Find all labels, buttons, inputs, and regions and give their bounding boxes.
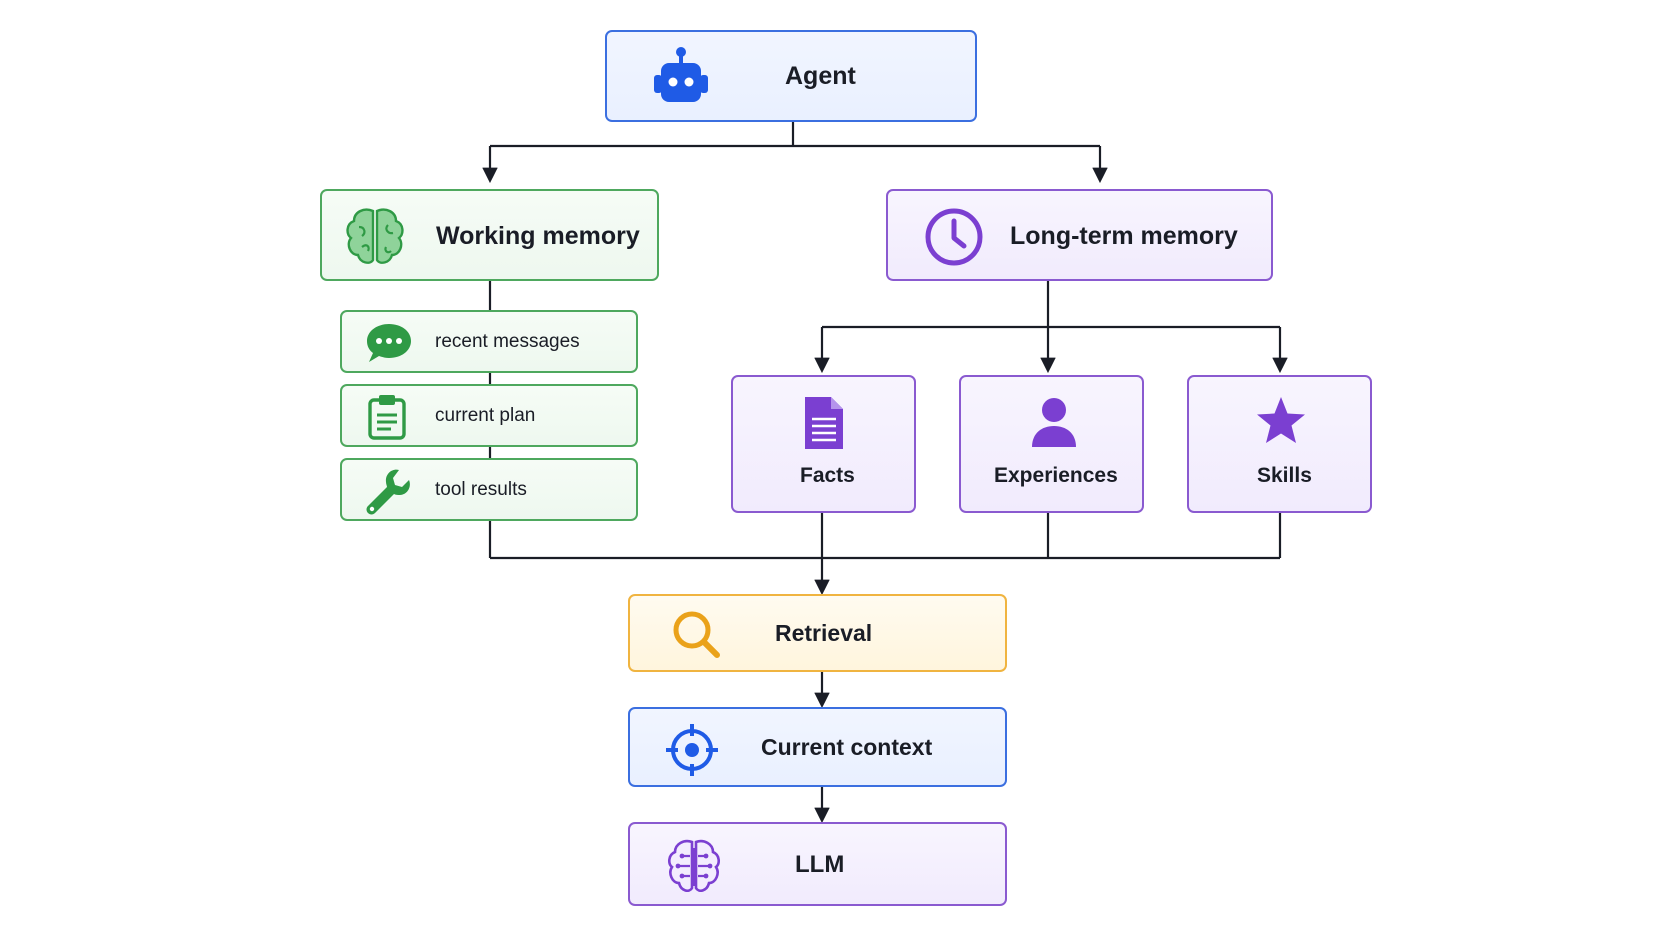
- long-term-item-experiences: Experiences: [959, 375, 1144, 513]
- working-memory-item-current-plan: current plan: [340, 384, 638, 447]
- working-memory-item-tool-results: tool results: [340, 458, 638, 521]
- experiences-label: Experiences: [994, 464, 1118, 487]
- document-icon: [799, 395, 849, 451]
- long-term-item-skills: Skills: [1187, 375, 1372, 513]
- working-memory-item-recent-messages: recent messages: [340, 310, 638, 373]
- agent-label: Agent: [785, 62, 856, 90]
- current-context-node: Current context: [628, 707, 1007, 787]
- edge-agent-split: [490, 122, 1100, 148]
- recent-messages-label: recent messages: [435, 331, 580, 352]
- facts-label: Facts: [800, 464, 855, 487]
- current-plan-label: current plan: [435, 405, 536, 426]
- retrieval-label: Retrieval: [775, 620, 873, 646]
- star-icon: [1255, 395, 1307, 447]
- long-term-item-facts: Facts: [731, 375, 916, 513]
- working-memory-label: Working memory: [436, 222, 640, 250]
- brain-circuit-icon: [664, 836, 724, 896]
- robot-icon: [645, 46, 717, 108]
- edge-long-term-split: [822, 281, 1280, 329]
- skills-label: Skills: [1257, 464, 1312, 487]
- edge-merge-bus: [490, 512, 1282, 560]
- clipboard-icon: [364, 393, 410, 441]
- llm-label: LLM: [795, 851, 845, 878]
- chat-bubble-icon: [364, 320, 414, 366]
- brain-icon: [342, 205, 408, 267]
- search-icon: [670, 608, 722, 660]
- person-icon: [1029, 395, 1079, 451]
- llm-node: LLM: [628, 822, 1007, 906]
- tool-results-label: tool results: [435, 479, 527, 500]
- long-term-memory-node: Long-term memory: [886, 189, 1273, 281]
- long-term-memory-label: Long-term memory: [1010, 222, 1238, 250]
- retrieval-node: Retrieval: [628, 594, 1007, 672]
- crosshair-icon: [664, 722, 720, 778]
- clock-icon: [923, 206, 985, 268]
- agent-node: Agent: [605, 30, 977, 122]
- wrench-icon: [362, 466, 412, 516]
- working-memory-node: Working memory: [320, 189, 659, 281]
- current-context-label: Current context: [761, 734, 933, 760]
